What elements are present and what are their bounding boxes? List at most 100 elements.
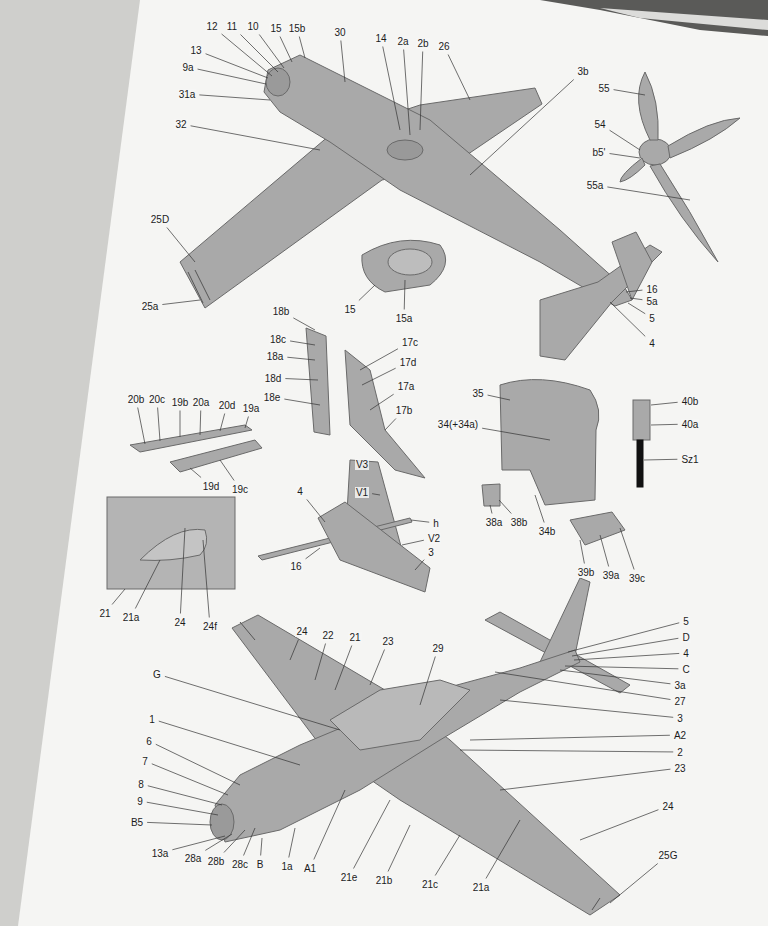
callout-number: 24 — [661, 801, 674, 812]
callout-number: 18b — [272, 306, 291, 317]
leader-line — [200, 411, 202, 436]
leader-line — [651, 402, 678, 405]
leader-line — [610, 130, 640, 150]
callout-number: 38b — [510, 517, 529, 528]
callout-number: 18d — [264, 373, 283, 384]
callout-number: 18e — [263, 392, 282, 403]
leader-line — [293, 318, 315, 330]
leader-line — [148, 786, 222, 805]
leader-line — [370, 650, 385, 686]
callout-number: 40b — [681, 396, 700, 407]
callout-number: 38a — [485, 517, 504, 528]
leader-line — [370, 394, 394, 410]
leader-line — [404, 50, 410, 136]
leader-line — [535, 495, 544, 523]
callout-number: 15 — [343, 304, 356, 315]
leader-line — [306, 548, 320, 559]
callout-number: 31a — [178, 89, 197, 100]
callout-number: 15 — [269, 23, 282, 34]
leader-line — [610, 302, 645, 336]
callout-number: 2b — [416, 38, 429, 49]
leader-line — [190, 468, 201, 478]
leader-line — [261, 838, 262, 856]
leader-line — [112, 589, 125, 605]
leader-line — [259, 35, 284, 69]
leader-line — [448, 55, 470, 101]
leader-line — [138, 408, 145, 445]
leader-line — [580, 540, 584, 564]
callout-number: 24f — [202, 621, 218, 632]
callout-number: 1a — [280, 861, 293, 872]
callout-number: 39b — [577, 567, 596, 578]
leader-line — [420, 52, 423, 131]
callout-number: 3b — [576, 66, 589, 77]
callout-number: 16 — [645, 284, 658, 295]
dark-edge — [540, 0, 768, 36]
callout-number: h — [432, 518, 440, 529]
leader-line — [486, 820, 520, 879]
leader-line — [420, 657, 435, 706]
leader-line — [620, 528, 634, 570]
leader-line — [280, 37, 292, 63]
callout-number: 9 — [136, 796, 144, 807]
callout-number: 17d — [399, 357, 418, 368]
callout-number: D — [681, 632, 690, 643]
leader-line — [470, 80, 574, 176]
callout-number: 4 — [648, 338, 656, 349]
leader-line — [206, 54, 268, 78]
leader-line — [460, 750, 673, 752]
leader-line — [162, 300, 200, 305]
callout-number: 14 — [374, 33, 387, 44]
callout-number: 2a — [396, 36, 409, 47]
leader-line — [290, 341, 315, 345]
leader-line — [360, 349, 398, 370]
leader-line — [362, 368, 396, 385]
leader-line — [607, 187, 690, 200]
callout-number: 20a — [192, 397, 211, 408]
leader-line — [220, 414, 225, 432]
callout-number: 10 — [246, 21, 259, 32]
callout-number: 30 — [333, 27, 346, 38]
callout-number: 12 — [205, 21, 218, 32]
callout-number: V2 — [427, 533, 441, 544]
leader-line — [388, 825, 410, 872]
callout-number: 9a — [181, 62, 194, 73]
leader-line — [628, 303, 645, 314]
leader-line — [315, 644, 326, 681]
leader-line — [499, 500, 511, 514]
leader-line — [383, 47, 400, 131]
callout-number: 16 — [289, 561, 302, 572]
callout-number: 21a — [122, 612, 141, 623]
leader-line — [651, 424, 678, 426]
callout-number: 5 — [682, 616, 690, 627]
leader-line — [147, 822, 212, 825]
callout-number: 20c — [148, 394, 166, 405]
callout-number: 13 — [189, 45, 202, 56]
back-edge — [600, 8, 768, 30]
callout-number: 15b — [288, 23, 307, 34]
callout-number: 27 — [673, 696, 686, 707]
callout-number: 4 — [296, 486, 304, 497]
callout-number: 19a — [242, 403, 261, 414]
callout-number: 23 — [381, 636, 394, 647]
callout-number: 19b — [171, 397, 190, 408]
callout-number: 25D — [150, 214, 170, 225]
leader-line — [289, 828, 295, 858]
callout-number: 4 — [682, 648, 690, 659]
callout-number: 21e — [340, 872, 359, 883]
callout-number: 19d — [202, 481, 221, 492]
leader-line — [435, 835, 460, 876]
leader-line — [626, 290, 642, 292]
callout-number: 17b — [395, 405, 414, 416]
leader-line — [135, 560, 160, 609]
leader-line — [167, 228, 195, 263]
callout-number: 28c — [231, 859, 249, 870]
leader-line — [495, 672, 670, 700]
callout-number: 25a — [141, 301, 160, 312]
callout-number: 23 — [673, 763, 686, 774]
leader-line — [224, 830, 245, 853]
leader-line — [580, 810, 658, 840]
